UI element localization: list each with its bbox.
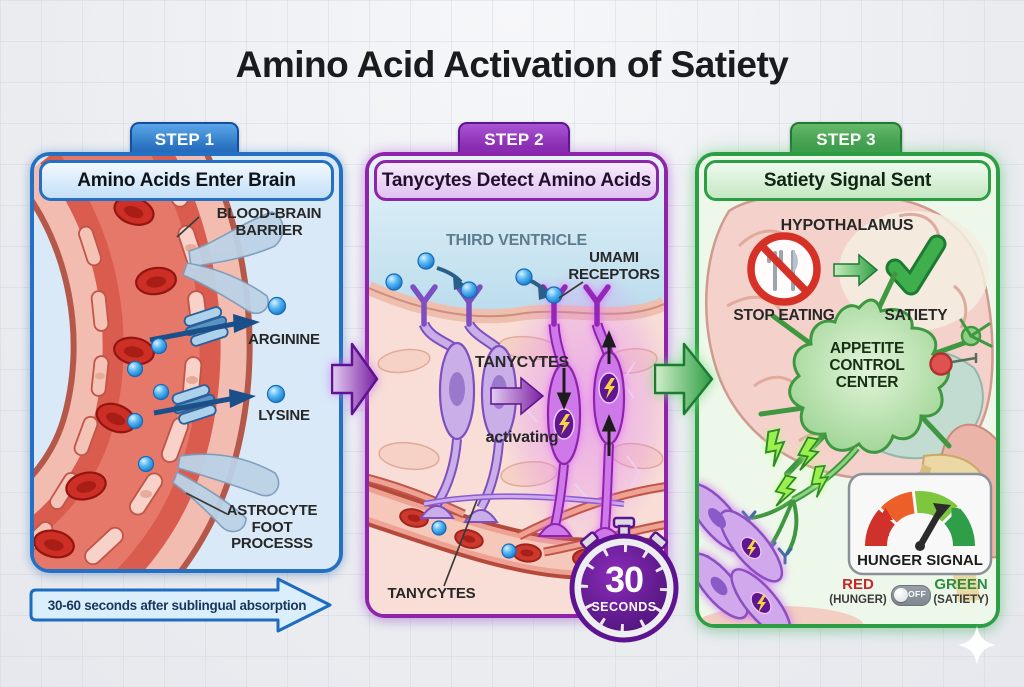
pointer-lines xyxy=(443,281,584,587)
step-3-header: Satiety Signal Sent xyxy=(704,160,991,201)
label-blood-brain-barrier: BLOOD-BRAIN BARRIER xyxy=(216,205,322,239)
legend-red-hunger: RED (HUNGER) xyxy=(827,576,889,606)
activation-glow xyxy=(499,266,664,546)
electric-badge-icon xyxy=(553,372,620,440)
legend-green-satiety: GREEN (SATIETY) xyxy=(927,576,995,606)
legend-green-sublabel: (SATIETY) xyxy=(933,593,989,606)
tab-step-2-label: STEP 2 xyxy=(484,130,544,149)
legend-green-label: GREEN xyxy=(934,576,988,593)
blood-vessel-illustration xyxy=(34,156,339,569)
pointer-lines xyxy=(176,216,228,515)
sparkle-icon xyxy=(958,626,996,664)
tab-step-3-label: STEP 3 xyxy=(816,130,876,149)
signal-direction-arrows xyxy=(556,330,617,456)
activation-arrow-icon xyxy=(490,376,545,416)
red-blood-cells xyxy=(34,196,177,559)
label-tanycytes-bottom: TANYCYTES xyxy=(387,585,476,602)
timing-arrow-banner: 30-60 seconds after sublingual absorptio… xyxy=(26,574,338,636)
label-activating: activating xyxy=(485,429,559,446)
hunger-gauge-icon xyxy=(847,472,993,576)
flow-arrow-step1-step2-icon xyxy=(330,341,381,422)
brain-illustration xyxy=(699,156,996,624)
endothelial-nuclei xyxy=(95,244,198,498)
green-lightning-icons xyxy=(764,428,830,507)
label-arginine: ARGININE xyxy=(248,331,320,348)
timing-note-label: 30-60 seconds after sublingual absorptio… xyxy=(47,598,307,613)
red-terminal-icon xyxy=(929,352,953,376)
legend-red-label: RED xyxy=(842,576,874,593)
label-satiety: SATIETY xyxy=(884,307,948,324)
astrocyte-feet xyxy=(172,211,284,533)
label-third-ventricle: THIRD VENTRICLE xyxy=(445,232,587,249)
timing-arrow-icon xyxy=(29,577,332,633)
legend-red-sublabel: (HUNGER) xyxy=(829,593,887,606)
step-2-header-label: Tanycytes Detect Amino Acids xyxy=(381,169,652,191)
timer-value: 30 xyxy=(604,559,644,600)
step-3-header-label: Satiety Signal Sent xyxy=(763,169,932,191)
no-eating-icon xyxy=(747,232,821,306)
toggle-off-switch: OFF xyxy=(891,585,931,606)
checkmark-icon xyxy=(885,234,947,296)
transport-arrow-icon xyxy=(149,314,260,416)
label-umami-receptors: UMAMI RECEPTORS xyxy=(568,249,660,283)
tab-step-2: STEP 2 xyxy=(458,122,570,156)
tab-step-1: STEP 1 xyxy=(130,122,239,156)
amino-acid-spheres-ventricle xyxy=(385,252,563,304)
blood-vessel-svg xyxy=(34,156,339,569)
toggle-state-label: OFF xyxy=(908,589,926,599)
stopwatch-icon: 30 SECONDS xyxy=(559,516,689,646)
label-astrocyte-foot-process: ASTROCYTE FOOT PROCESSS xyxy=(226,502,318,552)
step-1-panel: Amino Acids Enter Brain BLOOD-BRAIN BARR… xyxy=(30,152,343,573)
step-3-panel: Satiety Signal Sent HYPOTHALAMUS STOP EA… xyxy=(695,152,1000,628)
step-1-header: Amino Acids Enter Brain xyxy=(39,160,334,201)
label-hunger-signal: HUNGER SIGNAL xyxy=(857,552,983,569)
amino-acid-spheres xyxy=(126,296,287,473)
timer-unit: SECONDS xyxy=(591,600,657,614)
brain-svg xyxy=(699,156,996,624)
tanycyte-cells-activated xyxy=(537,284,626,541)
tab-step-1-label: STEP 1 xyxy=(154,130,215,149)
label-stop-eating: STOP EATING xyxy=(733,307,835,324)
label-tanycytes: TANYCYTES xyxy=(475,354,569,371)
label-appetite-control-center: APPETITE CONTROL CENTER xyxy=(829,340,905,392)
tab-step-3: STEP 3 xyxy=(790,122,902,156)
step-2-panel: Tanycytes Detect Amino Acids THIRD VENTR… xyxy=(365,152,679,643)
page-title: Amino Acid Activation of Satiety xyxy=(235,44,789,85)
tanycyte-cluster xyxy=(699,482,792,624)
flow-arrow-step2-step3-icon xyxy=(653,341,716,422)
label-hypothalamus: HYPOTHALAMUS xyxy=(780,217,914,234)
satiety-neuron xyxy=(929,318,993,376)
step-1-header-label: Amino Acids Enter Brain xyxy=(77,169,296,191)
step-2-header: Tanycytes Detect Amino Acids xyxy=(374,160,659,201)
label-lysine: LYSINE xyxy=(258,407,310,424)
electric-badge-icon-small xyxy=(740,536,772,615)
stop-to-satiety-arrow-icon xyxy=(833,253,879,287)
appetite-neuron xyxy=(758,271,970,504)
toggle-knob xyxy=(893,587,908,602)
